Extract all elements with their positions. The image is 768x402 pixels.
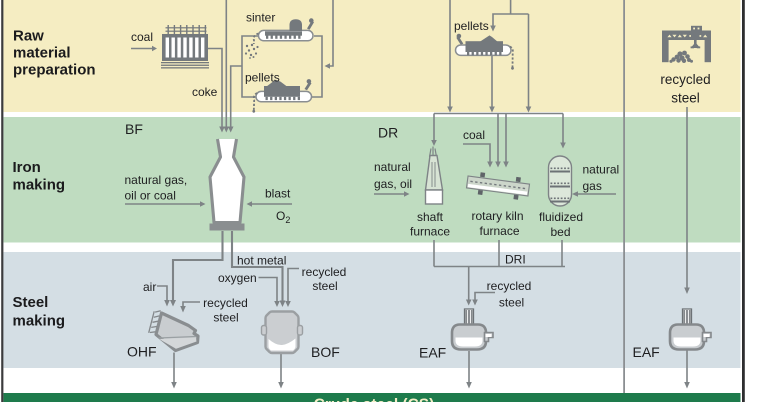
svg-text:furnace: furnace — [479, 224, 519, 238]
svg-text:shaft: shaft — [417, 210, 444, 224]
svg-text:steel: steel — [671, 91, 700, 106]
svg-text:coal: coal — [131, 30, 153, 44]
svg-text:DR: DR — [378, 125, 398, 141]
svg-text:natural: natural — [583, 163, 620, 177]
svg-text:BOF: BOF — [311, 344, 340, 360]
svg-text:gas: gas — [583, 179, 602, 193]
svg-text:Steel: Steel — [13, 294, 49, 311]
svg-text:EAF: EAF — [419, 345, 446, 361]
svg-text:natural: natural — [374, 160, 411, 174]
svg-text:oxygen: oxygen — [218, 271, 257, 285]
svg-text:air: air — [143, 280, 156, 294]
svg-text:making: making — [13, 313, 66, 330]
svg-text:sinter: sinter — [246, 11, 275, 25]
svg-text:BF: BF — [125, 121, 143, 137]
svg-text:fluidized: fluidized — [539, 210, 583, 224]
svg-text:preparation: preparation — [13, 62, 96, 79]
svg-text:Crude steel (CS): Crude steel (CS) — [314, 396, 435, 402]
svg-text:material: material — [13, 45, 71, 62]
svg-text:Iron: Iron — [13, 159, 41, 176]
svg-text:coke: coke — [192, 85, 218, 99]
svg-text:making: making — [13, 177, 66, 194]
svg-text:recycled: recycled — [203, 296, 248, 310]
svg-text:furnace: furnace — [410, 225, 450, 239]
svg-text:pellets: pellets — [245, 71, 280, 85]
svg-text:OHF: OHF — [127, 344, 157, 360]
svg-text:DRI: DRI — [505, 253, 526, 267]
svg-text:natural gas,: natural gas, — [125, 173, 188, 187]
svg-text:bed: bed — [550, 225, 570, 239]
svg-text:gas, oil: gas, oil — [374, 177, 412, 191]
svg-text:EAF: EAF — [633, 344, 660, 360]
svg-text:coal: coal — [463, 128, 485, 142]
svg-text:oil or coal: oil or coal — [125, 189, 176, 203]
svg-text:steel: steel — [499, 296, 524, 310]
svg-text:recycled: recycled — [660, 72, 710, 87]
svg-text:steel: steel — [213, 311, 238, 325]
svg-text:pellets: pellets — [454, 19, 489, 33]
svg-text:recycled: recycled — [302, 265, 347, 279]
svg-text:blast: blast — [265, 187, 291, 201]
svg-text:recycled: recycled — [487, 279, 532, 293]
svg-text:Raw: Raw — [13, 28, 44, 45]
svg-text:hot metal: hot metal — [237, 254, 286, 268]
svg-text:steel: steel — [312, 279, 337, 293]
svg-text:rotary kiln: rotary kiln — [471, 209, 523, 223]
